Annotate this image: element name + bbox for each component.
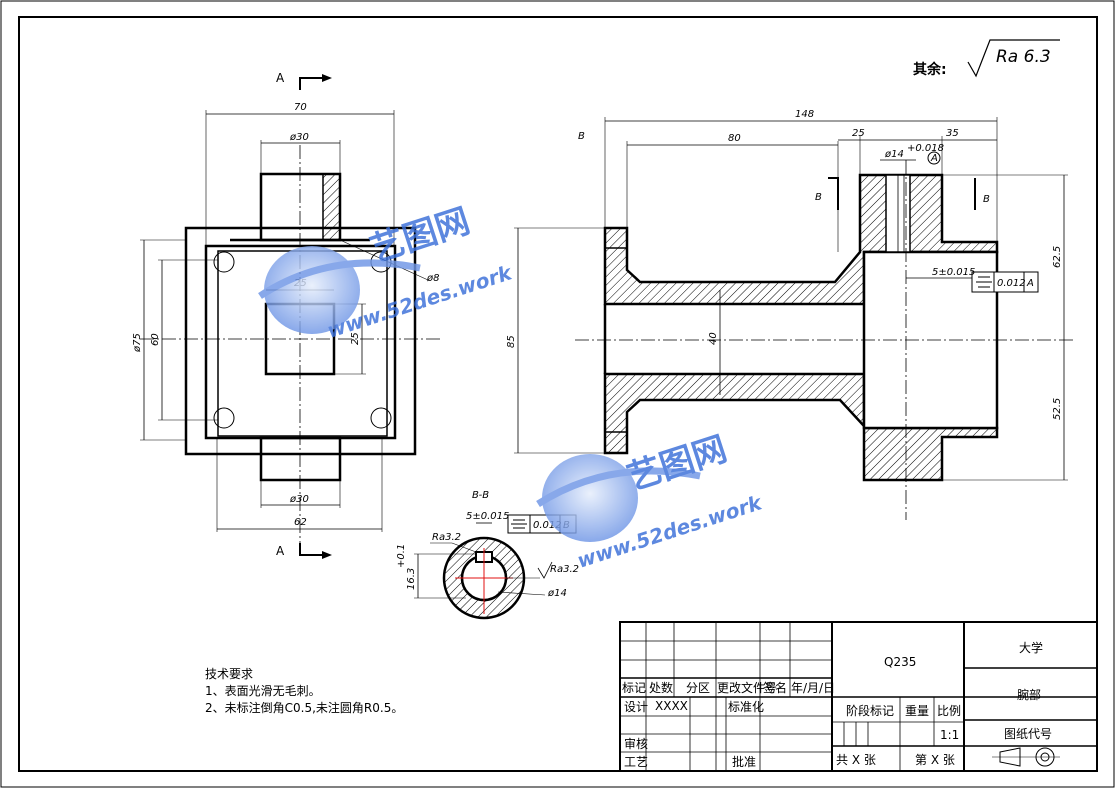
tb-standard: 标准化 xyxy=(728,700,764,714)
bb-16-3-tol: +0.1 xyxy=(396,544,407,568)
dim-35: 35 xyxy=(946,128,959,139)
right-section-view xyxy=(514,117,1075,520)
technical-notes: 技术要求 1、表面光滑无毛刺。 2、未标注倒角C0.5,未注圆角R0.5。 xyxy=(205,666,465,717)
watermark-brand-2: 艺图网 xyxy=(622,429,731,499)
dim-80: 80 xyxy=(728,133,741,144)
tb-h-date: 年/月/日 xyxy=(791,681,835,695)
dim-62: 62 xyxy=(294,517,307,528)
watermark-1: 艺图网 www.52des.work xyxy=(258,201,516,343)
tb-material: Q235 xyxy=(884,655,916,669)
dim-60: 60 xyxy=(150,333,161,346)
dim-bot-30: ø30 xyxy=(289,494,309,505)
notes-item-2: 2、未标注倒角C0.5,未注圆角R0.5。 xyxy=(205,701,404,715)
roughness-symbol: Ra 6.3 xyxy=(967,39,1060,78)
datum-a-circle-label: A xyxy=(930,153,938,164)
inner-frame xyxy=(18,16,1098,772)
tb-drawing-code: 图纸代号 xyxy=(1004,727,1052,741)
bb-ra-a: Ra3.2 xyxy=(432,532,461,543)
watermark-brand-1: 艺图网 xyxy=(365,201,474,271)
dim-148: 148 xyxy=(795,109,814,120)
dim-top-30: ø30 xyxy=(289,132,309,143)
tb-total: 共 X 张 xyxy=(836,753,876,767)
tb-school: 大学 xyxy=(1019,640,1043,655)
b-mark-left: B xyxy=(578,131,585,142)
b-mark-cut-right: B xyxy=(983,194,990,205)
dim-40: 40 xyxy=(708,332,719,345)
dim-14: ø14 xyxy=(884,149,904,160)
tb-review: 审核 xyxy=(624,736,648,751)
dim-key-5: 5±0.015 xyxy=(932,267,975,278)
bb-section-title: B-B xyxy=(472,490,489,501)
tb-approve: 批准 xyxy=(732,754,756,769)
dim-inner-25v: 25 xyxy=(350,332,361,345)
tb-h-zone: 分区 xyxy=(686,681,710,695)
tb-scale-label: 比例 xyxy=(937,704,961,718)
dim-hole-8: ø8 xyxy=(426,273,439,284)
b-mark-cut-left: B xyxy=(815,192,822,203)
bb-ra-b: Ra3.2 xyxy=(550,564,579,575)
tb-design: 设计 xyxy=(624,700,648,714)
watermark-2: 艺图网 www.52des.work xyxy=(536,429,766,573)
roughness-value: Ra 6.3 xyxy=(996,47,1051,67)
title-block xyxy=(619,621,1098,772)
tb-h-sign: 签名 xyxy=(763,680,787,695)
dim-52-5: 52.5 xyxy=(1052,398,1063,420)
dim-14-tol: +0.018 xyxy=(907,143,944,154)
tb-h-count: 处数 xyxy=(649,680,673,695)
dim-85: 85 xyxy=(506,335,517,348)
notes-title: 技术要求 xyxy=(205,667,254,681)
dim-70: 70 xyxy=(294,102,307,113)
section-mark-a-top: A xyxy=(276,71,285,85)
tb-stage: 阶段标记 xyxy=(846,703,894,718)
left-view xyxy=(140,74,440,559)
tb-h-change: 更改文件号 xyxy=(717,680,777,695)
sym-tol: 0.012 xyxy=(997,278,1026,289)
bb-dia-14: ø14 xyxy=(547,588,567,599)
dim-75: ø75 xyxy=(132,333,143,353)
notes-item-1: 1、表面光滑无毛刺。 xyxy=(205,684,321,698)
roughness-label: 其余: xyxy=(913,62,947,78)
tb-part-name: 腕部 xyxy=(1017,687,1041,702)
dim-62-5: 62.5 xyxy=(1052,246,1063,268)
tb-h-mark: 标记 xyxy=(622,681,646,695)
bb-sym-tol: 0.012 xyxy=(533,520,562,531)
tb-process: 工艺 xyxy=(624,755,648,769)
section-mark-a-bottom: A xyxy=(276,544,285,558)
right-view-labels: 148 80 25 35 ø14 +0.018 A B B B 85 40 62… xyxy=(506,109,1063,420)
tb-design-name: XXXX xyxy=(655,699,688,713)
datum-a: A xyxy=(1026,278,1034,289)
bb-key-5: 5±0.015 xyxy=(466,511,509,522)
tb-sheet: 第 X 张 xyxy=(915,753,955,767)
title-block-text: Q235 大学 腕部 图纸代号 标记 处数 分区 更改文件号 签名 年/月/日 … xyxy=(622,640,1052,769)
tb-scale: 1:1 xyxy=(940,728,959,742)
bb-section xyxy=(414,514,577,620)
tb-weight: 重量 xyxy=(905,704,929,718)
dim-25: 25 xyxy=(852,128,865,139)
bb-16-3: 16.3 xyxy=(406,568,417,590)
